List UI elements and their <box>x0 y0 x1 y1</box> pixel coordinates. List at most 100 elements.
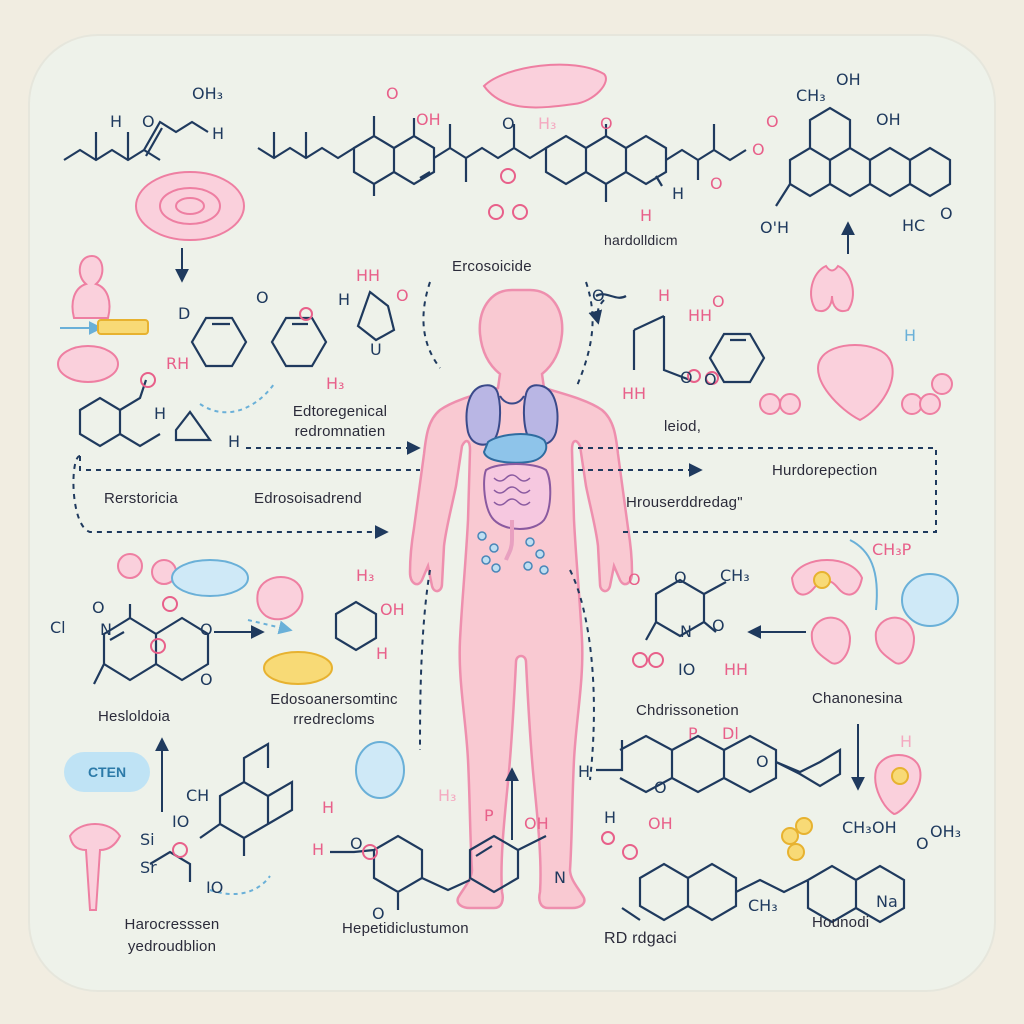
atom-hr: H <box>154 404 167 423</box>
atom-h3-mid: H₃ <box>326 374 345 393</box>
atom-oh3-br: OH₃ <box>930 822 962 841</box>
organs <box>465 384 559 561</box>
atom-h-right3: H <box>904 326 917 345</box>
atom-o-l3: O <box>200 670 213 689</box>
label-rd-rdgaci: RD rdgaci <box>604 930 677 947</box>
atom-cl: Cl <box>50 618 66 637</box>
blue-cells <box>171 559 959 799</box>
label-hounodi: Hounodi <box>812 914 870 931</box>
label-hesloldoia: Hesloldoia <box>98 708 171 725</box>
atom-h-center-bot: H <box>640 206 653 225</box>
pink-atom-rings <box>140 168 719 860</box>
atom-dl-br: Dl <box>722 724 739 743</box>
atom-oh-right: OH <box>876 110 901 129</box>
label-leiod: leiod, <box>664 418 702 435</box>
atom-o-r7: O <box>674 568 687 587</box>
atom-o-bc2: O <box>372 904 385 923</box>
label-housrdredag: Hrouserddredag" <box>626 494 743 511</box>
blue-connectors <box>60 321 878 895</box>
atom-io-bl: IO <box>172 812 190 831</box>
atom-o-l: O <box>92 598 105 617</box>
atom-h-right2: H <box>658 286 671 305</box>
atom-o-br2: O <box>756 752 769 771</box>
atom-h-mid: H <box>338 290 351 309</box>
atom-n-l: N <box>100 620 112 639</box>
atom-io: IO <box>678 660 696 679</box>
label-hurdorepection: Hurdorepection <box>772 462 878 479</box>
label-edosoanersomtinc: Edosoanersomtinc rredrecloms <box>270 691 398 728</box>
atom-o-right: O <box>766 112 779 131</box>
atom-p-br: P <box>688 724 698 743</box>
atom-ch3-br: CH₃ <box>748 896 778 915</box>
atom-h-bc2: H <box>604 808 617 827</box>
atom-h-bl: H <box>322 798 335 817</box>
atom-rh: RH <box>166 354 190 373</box>
atom-h3-center: H₃ <box>538 114 557 133</box>
atom-h-left2: H <box>110 112 123 131</box>
atom-h3-l: H₃ <box>356 566 375 585</box>
label-edtoregenical: Edtoregenical redromnatien <box>292 403 388 440</box>
atom-ch-br: CH₃ <box>842 818 872 837</box>
atom-o-br3: O <box>916 834 929 853</box>
atom-o-chain: O <box>600 114 613 133</box>
atom-o-center2: O <box>502 114 515 133</box>
atom-oh-bc2: OH <box>648 814 673 833</box>
atom-n-r: N <box>680 622 692 641</box>
label-hardolldicm: hardolldicm <box>604 232 678 248</box>
atom-chp: CH₃P <box>872 540 912 559</box>
solid-arrows <box>155 221 865 840</box>
atom-o-right3: O <box>592 286 605 305</box>
atom-oh-br: OH <box>872 818 897 837</box>
dashed-connectors <box>72 281 937 781</box>
atom-hh-right: HH <box>688 306 713 325</box>
atom-o-r9: O <box>628 570 641 589</box>
atom-o-l2: O <box>200 620 213 639</box>
atom-o-br: O <box>654 778 667 797</box>
atom-o-center: O <box>386 84 399 103</box>
atom-d-label: D <box>178 304 191 323</box>
cell-dots <box>477 531 549 575</box>
atom-ch-top: CH₃ <box>796 86 826 105</box>
label-hepetidiclustumon: Hepetidiclustumon <box>342 920 469 937</box>
atom-oh-bc: OH <box>524 814 549 833</box>
atom-p-bc: P <box>484 806 494 825</box>
atom-h-mid2: H <box>228 432 241 451</box>
atom-hh: HH <box>356 266 381 285</box>
atom-o-r8: O <box>712 616 725 635</box>
atom-hh-right2: HH <box>622 384 647 403</box>
atom-ch3-right: CH₃ <box>720 566 750 585</box>
atom-o-right6: O <box>704 370 717 389</box>
label-restoricia: Rerstoricia <box>104 490 178 507</box>
atom-io-bl2: IO <box>206 878 224 897</box>
atom-hh-r: HH <box>724 660 749 679</box>
atom-na: Na <box>876 892 898 911</box>
atom-h-left: H <box>212 124 225 143</box>
atom-si: Si <box>140 830 155 849</box>
atom-h-br: H <box>578 762 591 781</box>
cten-badge: CTEN <box>64 752 150 792</box>
atom-o-left: O <box>142 112 155 131</box>
atom-oh-topright: OH <box>836 70 861 89</box>
atom-u-mid: U <box>370 340 382 359</box>
atom-h-l: H <box>376 644 389 663</box>
atom-o-chain3: O <box>710 174 723 193</box>
atom-h3-bc: H₃ <box>438 786 457 805</box>
atom-n-bc: N <box>554 868 566 887</box>
atom-o-right5: O <box>680 368 693 387</box>
atom-h-right: H <box>672 184 685 203</box>
label-harocresssen: Harocresssen yedroudblion <box>124 916 220 955</box>
atom-ch-bl: CH <box>186 786 210 805</box>
atom-o-right2: O <box>940 204 953 223</box>
label-ercosoicide: Ercosoicide <box>452 258 532 275</box>
atom-oh3-top: OH₃ <box>192 84 224 103</box>
atom-o-ring: O <box>256 288 269 307</box>
atom-o-chain2: O <box>752 140 765 159</box>
label-chanonesina: Chanonesina <box>812 690 903 707</box>
molecule-bonds <box>63 106 952 924</box>
yellow-spots <box>97 319 909 861</box>
atom-o-bc: O <box>350 834 363 853</box>
human-body-figure <box>408 288 634 910</box>
atom-h-bc: H <box>312 840 325 859</box>
